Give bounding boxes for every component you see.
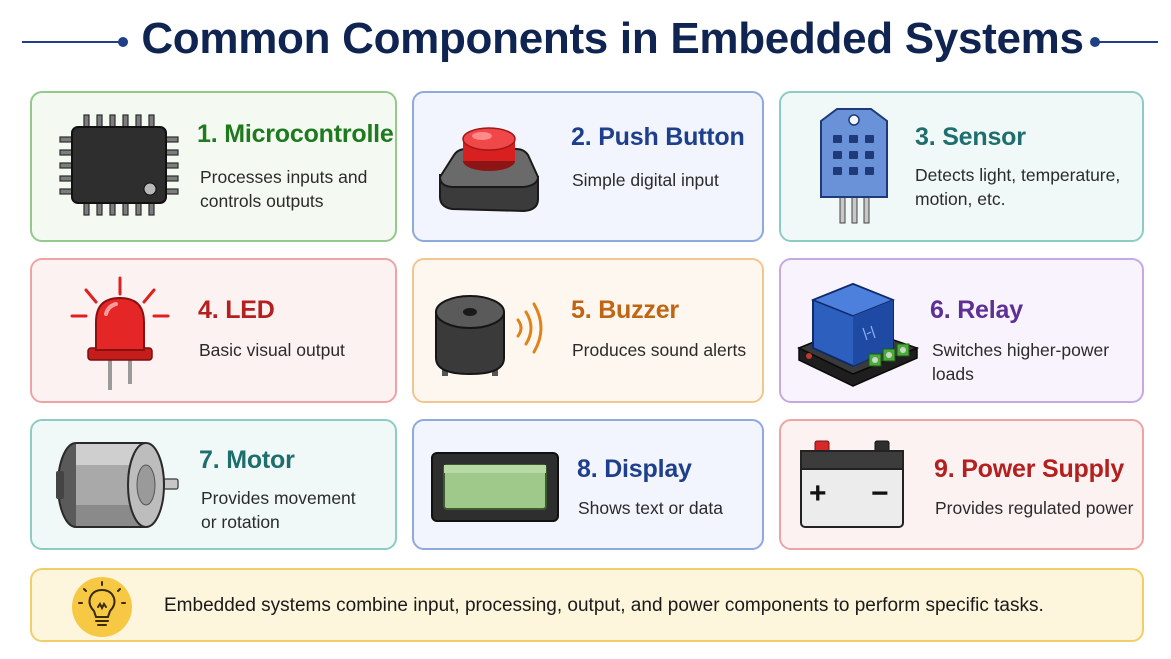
power-supply-description-line-1: Provides regulated power <box>935 498 1134 518</box>
led-title: 4. LED <box>198 296 275 324</box>
display-title: 8. Display <box>577 455 692 483</box>
relay-description-line-2: loads <box>932 364 974 384</box>
motor-title: 7. Motor <box>199 446 295 474</box>
motor-description: Provides movement or rotation <box>201 486 356 534</box>
push-button-icon <box>432 115 547 230</box>
motor-description-line-1: Provides movement <box>201 488 356 508</box>
title-row: Common Components in Embedded Systems <box>0 0 1171 84</box>
relay-description-line-1: Switches higher-power <box>932 340 1110 360</box>
relay-title: 6. Relay <box>930 296 1023 324</box>
sensor-description-line-1: Detects light, temperature, <box>915 165 1121 185</box>
card-buzzer: 5. Buzzer Produces sound alerts <box>412 258 764 403</box>
power-supply-title: 9. Power Supply <box>934 455 1125 483</box>
card-relay: 6. Relay Switches higher-power loads <box>779 258 1144 403</box>
lightbulb-icon <box>72 577 132 637</box>
display-description-line-1: Shows text or data <box>578 498 723 518</box>
motor-description-line-2: or rotation <box>201 512 280 532</box>
title-dot-right <box>1090 37 1100 47</box>
microcontroller-description-line-2: controls outputs <box>200 191 324 211</box>
battery-icon: + − <box>797 439 907 536</box>
microcontroller-description-line-1: Processes inputs and <box>200 167 368 187</box>
card-push-button: 2. Push Button Simple digital input <box>412 91 764 242</box>
card-microcontroller: 1. Microcontroller Processes inputs and … <box>30 91 397 242</box>
sensor-description: Detects light, temperature, motion, etc. <box>915 163 1120 211</box>
battery-minus-symbol: − <box>871 477 889 510</box>
card-led: 4. LED Basic visual output <box>30 258 397 403</box>
led-description: Basic visual output <box>199 338 345 362</box>
push-button-description: Simple digital input <box>572 168 719 192</box>
buzzer-title: 5. Buzzer <box>571 296 679 324</box>
led-icon <box>60 270 180 400</box>
sensor-description-line-2: motion, etc. <box>915 189 1006 209</box>
buzzer-icon <box>430 282 560 387</box>
push-button-description-line-1: Simple digital input <box>572 170 719 190</box>
push-button-title: 2. Push Button <box>571 123 745 151</box>
motor-icon <box>50 435 190 540</box>
display-description: Shows text or data <box>578 496 723 520</box>
summary-text: Embedded systems combine input, processi… <box>164 595 1044 616</box>
sensor-title: 3. Sensor <box>915 123 1026 151</box>
title-dot-left <box>118 37 128 47</box>
card-power-supply: + − 9. Power Supply Provides regulated p… <box>779 419 1144 550</box>
summary-banner: Embedded systems combine input, processi… <box>30 568 1144 642</box>
microcontroller-chip-icon <box>54 105 184 230</box>
lcd-display-icon <box>430 451 560 528</box>
battery-plus-symbol: + <box>809 477 827 510</box>
led-description-line-1: Basic visual output <box>199 340 345 360</box>
card-display: 8. Display Shows text or data <box>412 419 764 550</box>
relay-description: Switches higher-power loads <box>932 338 1109 386</box>
card-sensor: 3. Sensor Detects light, temperature, mo… <box>779 91 1144 242</box>
power-supply-description: Provides regulated power <box>935 496 1133 520</box>
card-motor: 7. Motor Provides movement or rotation <box>30 419 397 550</box>
buzzer-description: Produces sound alerts <box>572 338 746 362</box>
page-title: Common Components in Embedded Systems <box>141 14 1084 63</box>
microcontroller-description: Processes inputs and controls outputs <box>200 165 367 213</box>
sensor-module-icon <box>809 99 899 234</box>
relay-module-icon <box>793 270 923 400</box>
title-rule-left <box>22 41 122 43</box>
microcontroller-title: 1. Microcontroller <box>197 120 397 148</box>
buzzer-description-line-1: Produces sound alerts <box>572 340 747 360</box>
title-rule-right <box>1098 41 1158 43</box>
